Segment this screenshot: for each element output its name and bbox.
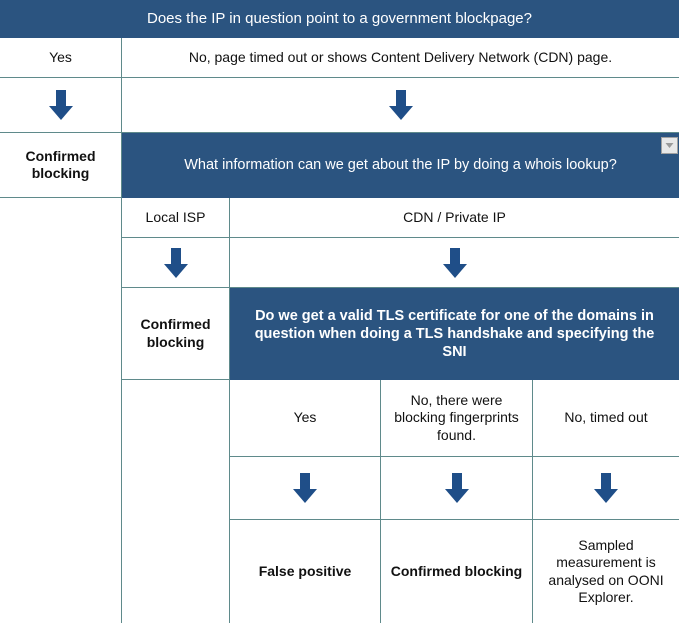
- down-arrow-icon: [442, 247, 467, 278]
- level2-branch-local-isp-arrow-cell: [122, 238, 230, 288]
- level1-question-banner: Does the IP in question point to a gover…: [0, 0, 679, 38]
- level2-left-column-filler: [122, 380, 230, 623]
- level2-question-banner: What information can we get about the IP…: [122, 133, 679, 198]
- chevron-down-glyph: [665, 143, 674, 148]
- down-arrow-icon: [48, 90, 73, 120]
- level2-branch-local-isp-outcome: Confirmed blocking: [122, 288, 230, 380]
- level2-branch-cdn-label: CDN / Private IP: [230, 198, 679, 238]
- level3-branch-0-arrow-cell: [230, 457, 381, 520]
- chevron-down-icon[interactable]: [661, 137, 678, 154]
- level3-branch-0-outcome: False positive: [230, 520, 381, 623]
- down-arrow-icon: [163, 247, 188, 278]
- level1-branch-yes-outcome: Confirmed blocking: [0, 133, 122, 198]
- level2-branch-cdn-arrow-cell: [230, 238, 679, 288]
- level3-branch-2-arrow-cell: [533, 457, 679, 520]
- down-arrow-icon: [388, 90, 413, 120]
- level3-branch-1-label: No, there were blocking fingerprints fou…: [381, 380, 533, 457]
- level1-branch-yes-arrow-cell: [0, 78, 122, 133]
- level3-branch-2-label: No, timed out: [533, 380, 679, 457]
- left-column-filler: [0, 198, 122, 623]
- down-arrow-icon: [293, 473, 317, 503]
- level3-branch-1-arrow-cell: [381, 457, 533, 520]
- level1-branch-no-arrow-cell: [122, 78, 679, 133]
- level1-branch-no-label: No, page timed out or shows Content Deli…: [122, 38, 679, 78]
- down-arrow-icon: [444, 473, 469, 503]
- level3-branch-2-outcome: Sampled measurement is analysed on OONI …: [533, 520, 679, 623]
- level2-branch-local-isp-label: Local ISP: [122, 198, 230, 238]
- level1-branch-yes-label: Yes: [0, 38, 122, 78]
- down-arrow-icon: [594, 473, 618, 503]
- level3-question-banner: Do we get a valid TLS certificate for on…: [230, 288, 679, 380]
- level3-branch-1-outcome: Confirmed blocking: [381, 520, 533, 623]
- level3-branch-0-label: Yes: [230, 380, 381, 457]
